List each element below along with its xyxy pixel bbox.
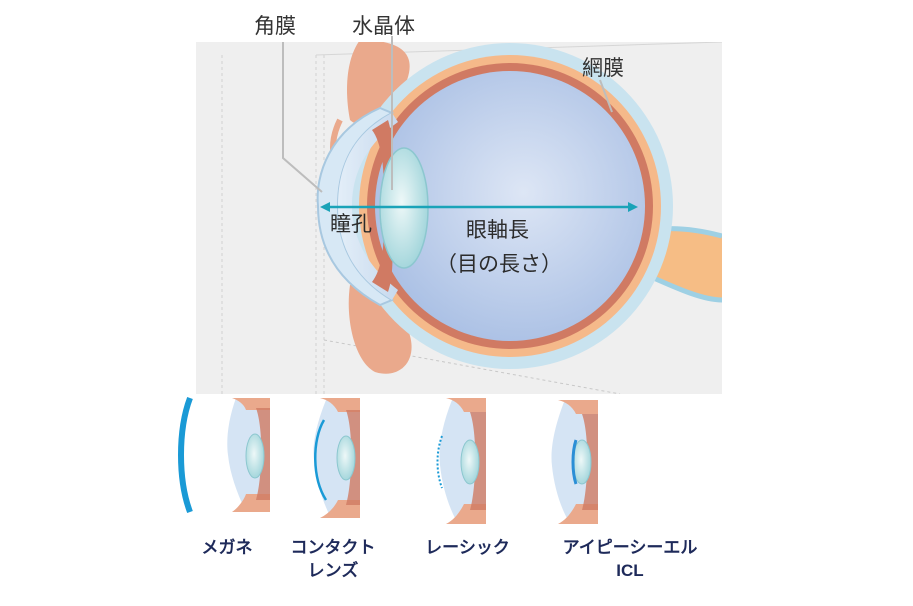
lens-label: 水晶体 (352, 14, 415, 38)
caption-icl: アイピーシーエル ICL (540, 536, 720, 582)
glasses-lens (178, 396, 193, 514)
caption-contact-name: コンタクト (290, 538, 376, 557)
caption-icl-sub: ICL (616, 561, 644, 580)
cornea-label: 角膜 (254, 14, 296, 38)
retina-leader (599, 79, 613, 113)
axial-length-note: （目の長さ） (436, 252, 562, 276)
thumb-lasik (436, 398, 488, 526)
thumb-glasses (178, 396, 272, 516)
lower-eyelid (348, 284, 412, 374)
axial-length-label: 眼軸長 (466, 218, 529, 242)
icl-lens (571, 439, 578, 485)
thumb-icl (550, 400, 600, 524)
contact-lens (314, 419, 328, 501)
thumb-contact-lens (310, 398, 362, 520)
caption-glasses: メガネ (182, 536, 272, 559)
cornea-leader (282, 42, 323, 193)
pupil-label: 瞳孔 (330, 212, 372, 236)
caption-contact-sub: レンズ (307, 561, 359, 580)
caption-lasik: レーシック (410, 536, 525, 559)
retina-label: 網膜 (582, 56, 624, 80)
lasik-flap (436, 435, 443, 489)
caption-icl-name: アイピーシーエル (562, 538, 698, 557)
caption-lasik-name: レーシック (425, 538, 510, 557)
caption-contact-lens: コンタクト レンズ (278, 536, 388, 582)
caption-glasses-name: メガネ (201, 538, 253, 557)
